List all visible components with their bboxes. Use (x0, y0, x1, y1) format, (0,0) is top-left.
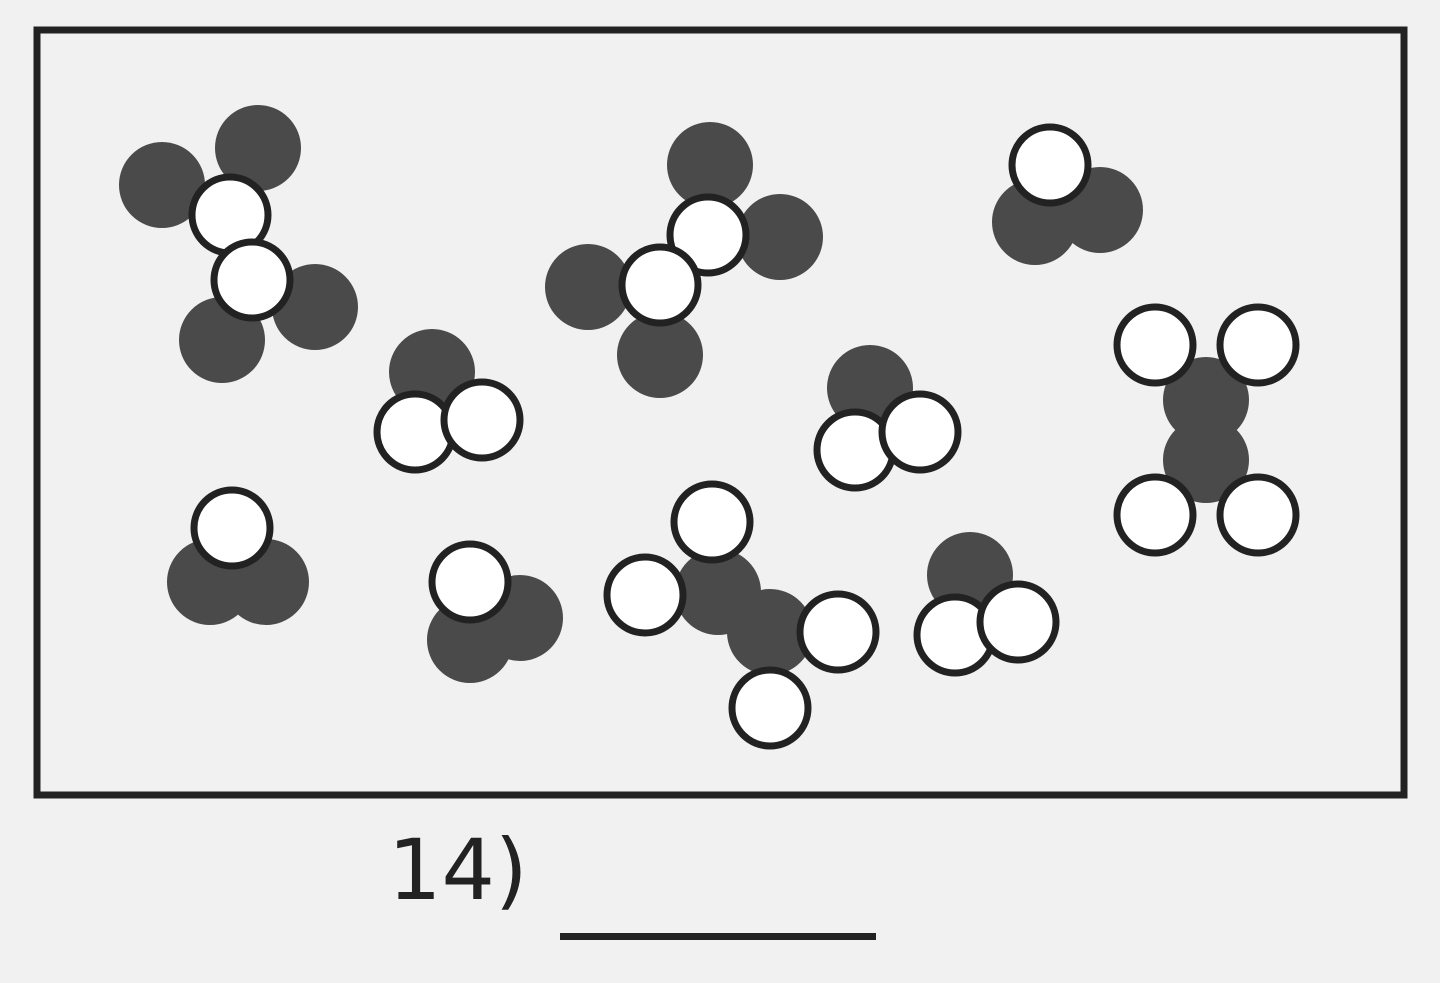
light-atom (1113, 473, 1197, 557)
light-atom (670, 480, 754, 564)
answer-blank-line[interactable] (560, 933, 876, 940)
light-atom (428, 540, 512, 624)
light-atom (210, 238, 294, 322)
molecule-5 (992, 123, 1143, 265)
light-atom (796, 590, 880, 674)
light-atom (373, 390, 457, 474)
molecule-6 (1113, 303, 1300, 557)
light-atom (728, 666, 812, 750)
light-atom (190, 486, 274, 570)
molecule-8 (427, 540, 563, 683)
dark-atom (737, 194, 823, 280)
dark-atom (545, 244, 631, 330)
molecule-4 (813, 345, 962, 492)
light-atom (603, 553, 687, 637)
light-atom (618, 243, 702, 327)
light-atom (1216, 473, 1300, 557)
molecule-7 (167, 486, 309, 625)
dark-atom (1163, 417, 1249, 503)
diagram-frame (33, 26, 1408, 799)
molecule-3 (545, 122, 823, 398)
light-atom (666, 193, 750, 277)
question-number: 14) (388, 821, 528, 919)
light-atom (976, 580, 1060, 664)
light-atom (878, 390, 962, 474)
light-atom (440, 378, 524, 462)
molecule-10 (913, 532, 1060, 677)
light-atom (1008, 123, 1092, 207)
light-atom (1113, 303, 1197, 387)
molecule-9 (603, 480, 880, 750)
light-atom (1216, 303, 1300, 387)
molecule-1 (119, 105, 358, 383)
molecule-2 (373, 329, 524, 474)
